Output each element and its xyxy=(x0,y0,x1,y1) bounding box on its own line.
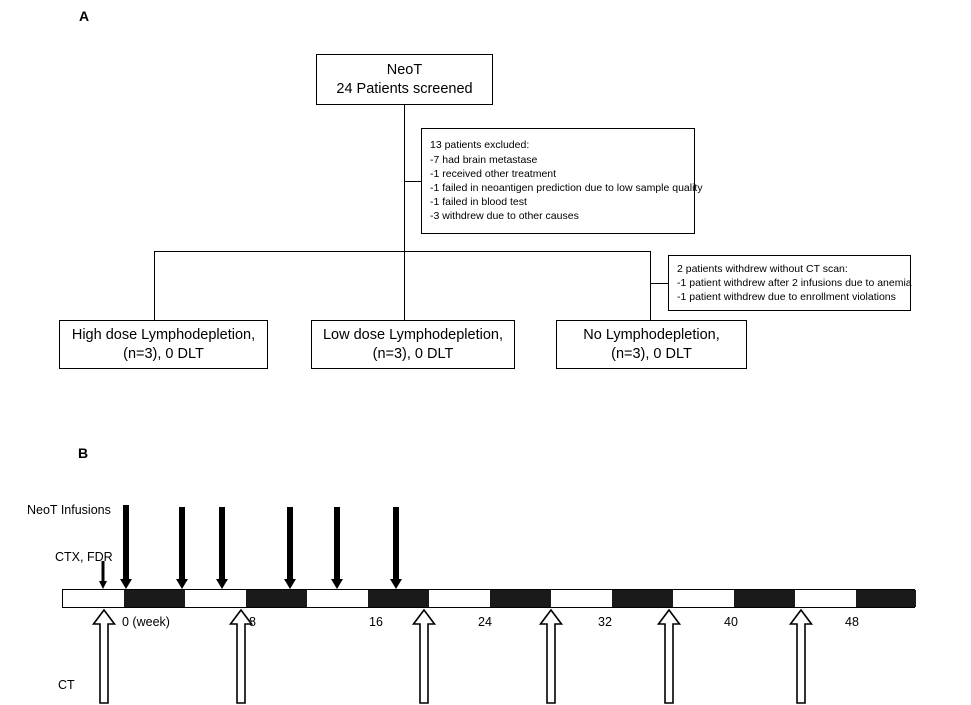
tick-label-16: 16 xyxy=(369,615,383,629)
box-exclusions: 13 patients excluded: -7 had brain metas… xyxy=(421,128,703,234)
box-arm-high-dose: High dose Lymphodepletion, (n=3), 0 DLT xyxy=(59,320,268,369)
box-screened: NeoT 24 Patients screened xyxy=(316,54,493,105)
arrow-infusion-4 xyxy=(283,507,297,589)
connector-to-withdraw-box xyxy=(650,283,669,284)
arrow-ct-4 xyxy=(539,608,563,705)
connector-to-exclusion-box xyxy=(404,181,422,182)
timeline-segment xyxy=(63,590,124,607)
panel-letter-a: A xyxy=(79,8,90,24)
tick-label-32: 32 xyxy=(598,615,612,629)
arrow-infusion-3 xyxy=(215,507,229,589)
box-screened-line-1: NeoT xyxy=(386,61,423,78)
exclusion-line-3: -1 received other treatment xyxy=(430,167,557,180)
timeline-segment xyxy=(551,590,612,607)
withdraw-line-2: -1 patient withdrew after 2 infusions du… xyxy=(677,276,912,289)
timeline-segment xyxy=(368,590,429,607)
timeline-segment xyxy=(490,590,551,607)
withdraw-line-1: 2 patients withdrew without CT scan: xyxy=(677,262,848,275)
connector-trunk-main xyxy=(404,105,405,252)
arrow-ct-2 xyxy=(229,608,253,705)
arm-no-depletion-line-2: (n=3), 0 DLT xyxy=(611,345,692,362)
exclusion-line-5: -1 failed in blood test xyxy=(430,196,527,209)
timeline-segment xyxy=(795,590,856,607)
arrow-ctx-fdr-down xyxy=(97,561,109,589)
timeline-segment xyxy=(856,590,916,607)
label-ct: CT xyxy=(58,678,75,692)
exclusion-line-4: -1 failed in neoantigen prediction due t… xyxy=(430,182,703,194)
tick-label-48: 48 xyxy=(845,615,859,629)
timeline-bar xyxy=(62,589,916,608)
timeline-segment xyxy=(124,590,185,607)
tick-label-0: 0 (week) xyxy=(122,615,170,629)
connector-drop-arm-2 xyxy=(404,251,405,320)
timeline-segment xyxy=(307,590,368,607)
panel-letter-b: B xyxy=(78,445,89,461)
box-arm-low-dose: Low dose Lymphodepletion, (n=3), 0 DLT xyxy=(311,320,515,369)
arm-high-dose-line-2: (n=3), 0 DLT xyxy=(123,345,204,362)
connector-drop-arm-1 xyxy=(154,251,155,320)
label-ctx-fdr: CTX, FDR xyxy=(55,550,113,564)
exclusion-line-1: 13 patients excluded: xyxy=(430,139,530,152)
timeline-segment xyxy=(734,590,795,607)
exclusion-line-2: -7 had brain metastase xyxy=(430,153,538,166)
tick-label-24: 24 xyxy=(478,615,492,629)
tick-label-40: 40 xyxy=(724,615,738,629)
arm-high-dose-line-1: High dose Lymphodepletion, xyxy=(71,326,256,343)
label-neot-infusions: NeoT Infusions xyxy=(27,503,111,517)
arrow-infusion-5 xyxy=(330,507,344,589)
timeline-segment xyxy=(429,590,490,607)
arrow-ct-3 xyxy=(412,608,436,705)
box-screened-line-2: 24 Patients screened xyxy=(336,80,473,97)
arrow-ct-5 xyxy=(657,608,681,705)
timeline-segment xyxy=(612,590,673,607)
arrow-ct-1 xyxy=(92,608,116,705)
box-withdrawals: 2 patients withdrew without CT scan: -1 … xyxy=(668,255,912,311)
timeline-segment xyxy=(185,590,246,607)
connector-split-horizontal xyxy=(154,251,651,252)
arrow-infusion-2 xyxy=(175,507,189,589)
box-arm-no-depletion: No Lymphodepletion, (n=3), 0 DLT xyxy=(556,320,747,369)
arrow-ct-6 xyxy=(789,608,813,705)
arm-low-dose-line-1: Low dose Lymphodepletion, xyxy=(322,326,504,343)
tick-label-8: 8 xyxy=(249,615,256,629)
arm-low-dose-line-2: (n=3), 0 DLT xyxy=(372,345,454,362)
timeline-segment xyxy=(246,590,307,607)
arrow-infusion-6 xyxy=(389,507,403,589)
arm-no-depletion-line-1: No Lymphodepletion, xyxy=(583,326,720,343)
exclusion-line-6: -3 withdrew due to other causes xyxy=(430,210,579,223)
connector-drop-arm-3 xyxy=(650,251,651,320)
arrow-infusion-1 xyxy=(119,505,133,589)
withdraw-line-3: -1 patient withdrew due to enrollment vi… xyxy=(677,291,896,304)
timeline-segment xyxy=(673,590,734,607)
